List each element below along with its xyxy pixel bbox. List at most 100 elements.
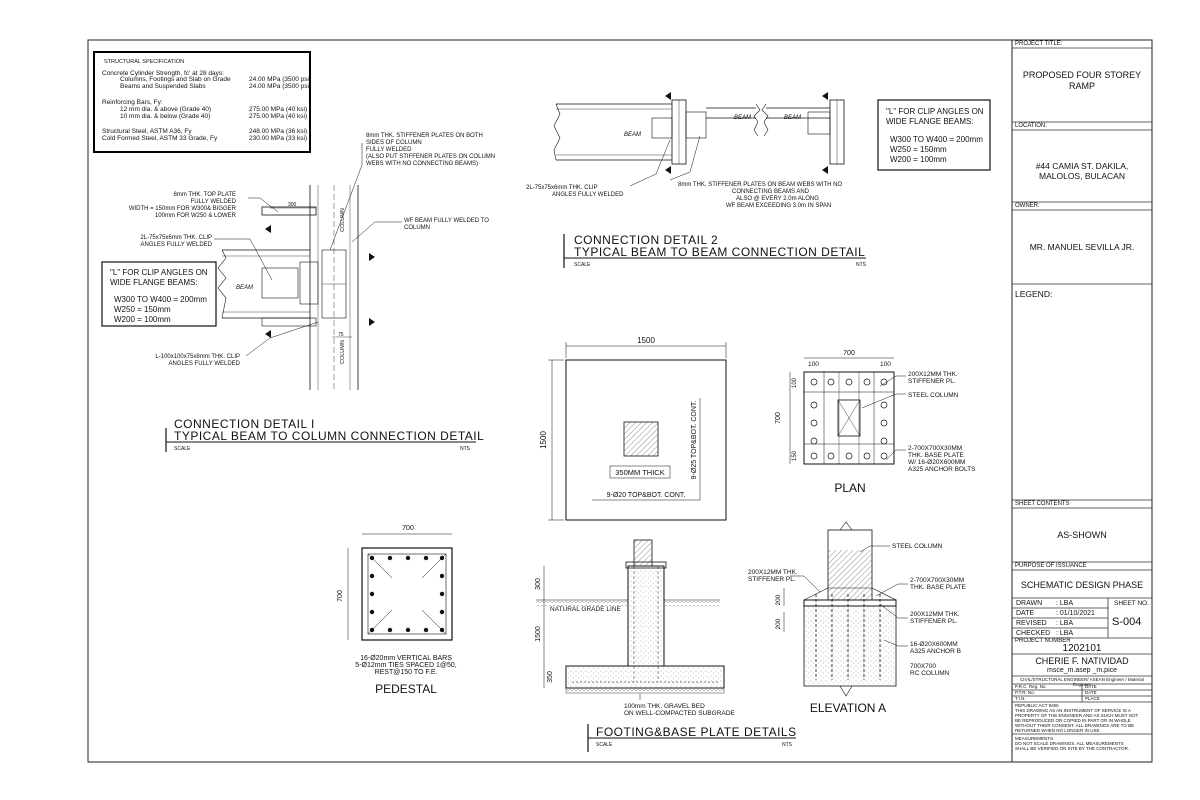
plan-dim-s2: 150 — [792, 450, 798, 461]
plan-note: 200X12MM THK. — [908, 371, 958, 378]
project-title-label: PROJECT TITLE: — [1015, 41, 1063, 47]
clip-box-line: W250 = 150mm — [890, 145, 947, 154]
clip-box-line: WIDE FLANGE BEAMS: — [886, 117, 974, 126]
anchor-bolt — [880, 401, 888, 409]
clip-box-line: W200 = 100mm — [890, 155, 947, 164]
footing-section — [536, 539, 725, 700]
spec-value: 24.00 MPa (3500 psi) — [249, 76, 311, 83]
anchor-bolt — [810, 437, 818, 445]
detail1-title: CONNECTION DETAIL I — [174, 417, 315, 431]
clip-box-line: "L" FOR CLIP ANGLES ON — [886, 107, 984, 116]
clip-box-line: W250 = 150mm — [114, 305, 171, 314]
connection-detail-1 — [101, 143, 402, 390]
pedestal-section — [347, 533, 453, 641]
pedestal-title: PEDESTAL — [375, 682, 437, 696]
owner: MR. MANUEL SEVILLA JR. — [1029, 242, 1135, 252]
anchor-bolt — [810, 378, 818, 386]
pedestal-text: 700 700 16-Ø20mm VERTICAL BARS 5-Ø12mm T… — [337, 525, 457, 696]
section-dim-1500: 1500 — [535, 626, 542, 642]
spec-line: Concrete Cylinder Strength, fc' at 28 da… — [102, 70, 224, 77]
dim-300: 300 — [288, 202, 297, 208]
footing-detail-nts: NTS — [782, 742, 793, 748]
stiffener-note: WEBS WITH NO CONNECTING BEAMS) — [366, 161, 478, 167]
project-title: PROPOSED FOUR STOREY — [1022, 70, 1142, 80]
pedestal-note: REST@150 TO F.E. — [375, 669, 438, 676]
elevation-a — [783, 521, 908, 697]
spec-line: Cold Formed Steel, ASTM 33 Grade, Fy — [102, 135, 218, 142]
topplate-note: 100mm FOR W250 & LOWER — [155, 213, 237, 219]
column-label: COLUMN — [340, 340, 346, 364]
revised-value: : LBA — [1056, 620, 1074, 627]
sheet-no: S-004 — [1112, 616, 1142, 628]
spec-line: Structural Steel, ASTM A36, Fy — [102, 128, 192, 135]
elev-note: 16-Ø20X600MM — [910, 641, 958, 648]
republic-text: RETURNED WHEN NO LONGER IN USE. — [1015, 728, 1101, 733]
vertical-bar — [387, 555, 393, 561]
drawn-value: : LBA — [1056, 600, 1074, 607]
project-number: 1202101 — [1062, 643, 1102, 654]
spec-value: 275.00 MPa (40 ksi) — [249, 113, 307, 120]
footing-dim-top: 1500 — [637, 336, 655, 345]
detail1-scale: SCALE — [174, 446, 191, 452]
vertical-bar — [369, 627, 375, 633]
footing-detail-title: FOOTING&BASE PLATE DETAILS — [596, 725, 797, 739]
plan-dim-a: 100 — [808, 361, 819, 368]
footing-plan — [548, 342, 727, 521]
column-label: COLUMN — [340, 208, 346, 232]
ptr-label: P.T.R. No. — [1015, 690, 1035, 695]
vertical-bar — [369, 573, 375, 579]
stiffener-note: (ALSO PUT STIFFENER PLATES ON COLUMN — [366, 154, 495, 160]
vertical-bar — [439, 627, 445, 633]
spec-title: STRUCTURAL SPECIFICATION — [104, 59, 184, 65]
anchor-bolt — [863, 378, 871, 386]
gravel-note: 100mm THK. GRAVEL BED — [624, 703, 705, 710]
pedestal-dim-side: 700 — [337, 590, 344, 602]
anchor-bolt — [880, 419, 888, 427]
vertical-bar — [423, 627, 429, 633]
footing-section-text: NATURAL GRADE LINE 300 1500 350 100mm TH… — [535, 578, 735, 717]
clip-note: 2L-75x75x6mm THK. CLIP — [140, 235, 212, 241]
project-number-label: PROJECT NUMBER — [1015, 638, 1071, 644]
elevation-title: ELEVATION A — [810, 701, 886, 715]
revised-label: REVISED — [1016, 620, 1047, 627]
connection-detail-2 — [553, 92, 991, 187]
beam-label: BEAM — [236, 285, 253, 291]
project-title: RAMP — [1068, 81, 1095, 91]
elev-note: STIFFENER PL. — [910, 618, 958, 625]
plan-note: W/ 16-Ø20X600MM — [908, 459, 965, 466]
elev-note: THK. BASE PLATE — [910, 584, 967, 591]
stiffener-note: FULLY WELDED — [366, 147, 412, 153]
anchor-bolt — [880, 378, 888, 386]
republic-text: PROPERTY OF THE ENGINEER AND AS SUCH MUS… — [1015, 713, 1139, 718]
stiffener-note: 8mm THK. STIFFENER PLATES ON BOTH — [366, 133, 483, 139]
title-block: PROJECT TITLE: PROPOSED FOUR STOREY RAMP… — [1012, 40, 1152, 762]
spec-line: 10 mm dia. & below (Grade 40) — [120, 113, 210, 120]
sheet-contents: AS-SHOWN — [1057, 530, 1107, 540]
beam-label: BEAM — [624, 132, 641, 138]
tin-label: T.I.N. — [1015, 696, 1026, 701]
measurements-text: DO NOT SCALE DRAWINGS. ALL MEASUREMENTS — [1015, 741, 1124, 746]
beam-label: BEAM — [784, 115, 801, 121]
clip-box-line: "L" FOR CLIP ANGLES ON — [110, 268, 208, 277]
republic-text: WITHOUT THEIR CONSENT. ALL DRAWINGS ARE … — [1015, 723, 1135, 728]
elev-note: 200X12MM THK. — [910, 611, 960, 618]
plan-note: THK. BASE PLATE — [908, 452, 965, 459]
anchor-bolt — [827, 452, 835, 460]
spec-line: Beams and Suspended Slabs — [120, 83, 206, 90]
clip-box-line: W300 TO W400 = 200mm — [890, 135, 983, 144]
drawn-label: DRAWN — [1016, 600, 1043, 607]
elev-dim-200: 200 — [775, 618, 782, 629]
wf-note: WF BEAM FULLY WELDED TO — [404, 218, 489, 224]
date-value: : 01/10/2021 — [1056, 610, 1095, 617]
plan-dim-side: 700 — [775, 412, 782, 424]
anchor-bolt — [810, 401, 818, 409]
engineer-credentials: msce_m.asep _m.pice — [1046, 667, 1118, 674]
anchor-bolt — [827, 378, 835, 386]
elev-note: STIFFENER PL. — [748, 576, 796, 583]
sheet-no-label: SHEET NO. — [1114, 600, 1149, 607]
base-plate-plan — [789, 357, 906, 465]
plan-note: STEEL COLUMN — [908, 392, 959, 399]
location-label: LOCATION: — [1015, 123, 1047, 129]
lclip-note: ANGLES FULLY WELDED — [169, 361, 241, 367]
